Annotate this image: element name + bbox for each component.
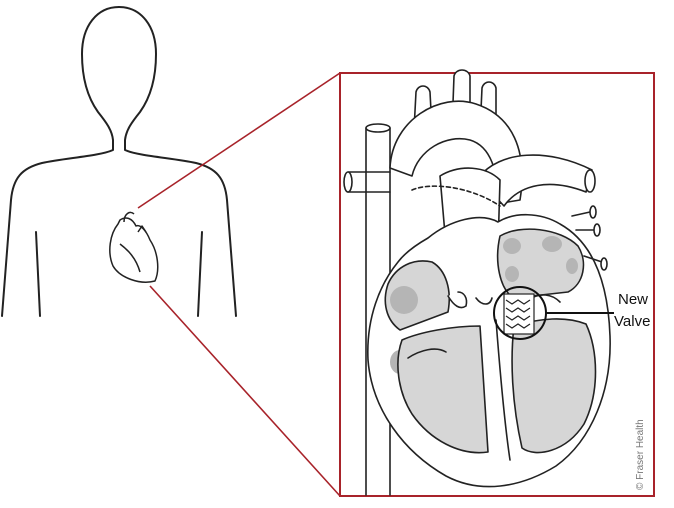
zoom-lines xyxy=(138,73,340,496)
credit-label: © Fraser Health xyxy=(635,419,646,490)
new-valve-label-line1: New xyxy=(618,291,648,308)
new-valve-label-line2: Valve xyxy=(614,313,650,330)
heart-icon xyxy=(110,212,158,282)
